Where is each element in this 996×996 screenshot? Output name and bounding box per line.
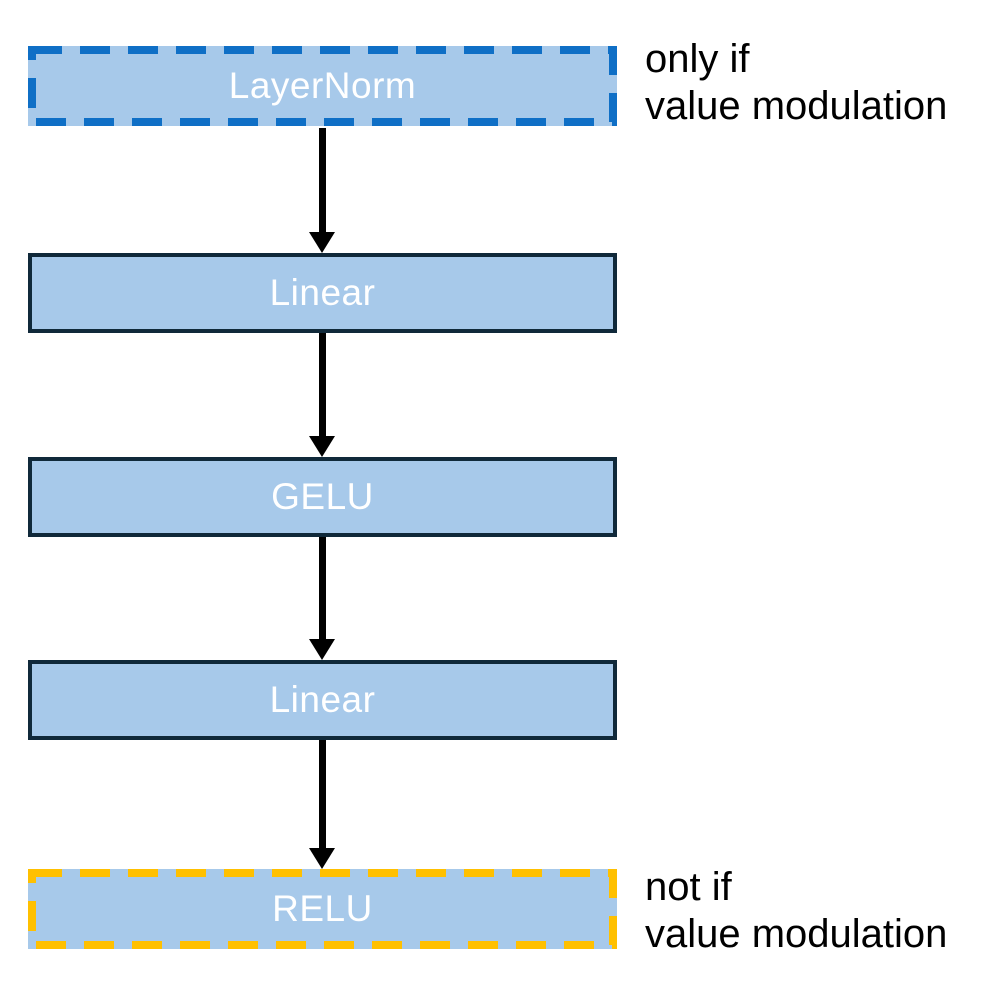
arrow-stem	[318, 537, 326, 639]
annotation-line-1: only if	[645, 37, 750, 81]
box-label-linear-1: Linear	[269, 272, 376, 313]
flow-arrow-3	[309, 537, 335, 660]
arrow-stem	[318, 128, 326, 232]
annotation-line-2: value modulation	[645, 912, 948, 956]
arrow-down-icon	[309, 639, 335, 660]
annotation-line-2: value modulation	[645, 84, 948, 128]
box-label-layernorm: LayerNorm	[228, 65, 417, 106]
arrow-stem	[318, 740, 326, 848]
arrow-stem	[318, 333, 326, 436]
box-layernorm: LayerNorm	[28, 46, 617, 126]
arrow-down-icon	[309, 848, 335, 869]
flow-arrow-4	[309, 740, 335, 869]
box-label-linear-2: Linear	[269, 679, 376, 720]
flow-arrow-2	[309, 333, 335, 457]
annotation-line-1: not if	[645, 865, 732, 909]
box-linear-2: Linear	[28, 660, 617, 740]
box-gelu: GELU	[28, 457, 617, 537]
annotation-not-if: not if value modulation	[645, 864, 947, 958]
box-relu: RELU	[28, 869, 617, 949]
annotation-only-if: only if value modulation	[645, 36, 947, 130]
box-label-gelu: GELU	[271, 476, 374, 517]
arrow-down-icon	[309, 232, 335, 253]
box-label-relu: RELU	[272, 888, 373, 929]
box-linear-1: Linear	[28, 253, 617, 333]
flow-arrow-1	[309, 128, 335, 253]
arrow-down-icon	[309, 436, 335, 457]
